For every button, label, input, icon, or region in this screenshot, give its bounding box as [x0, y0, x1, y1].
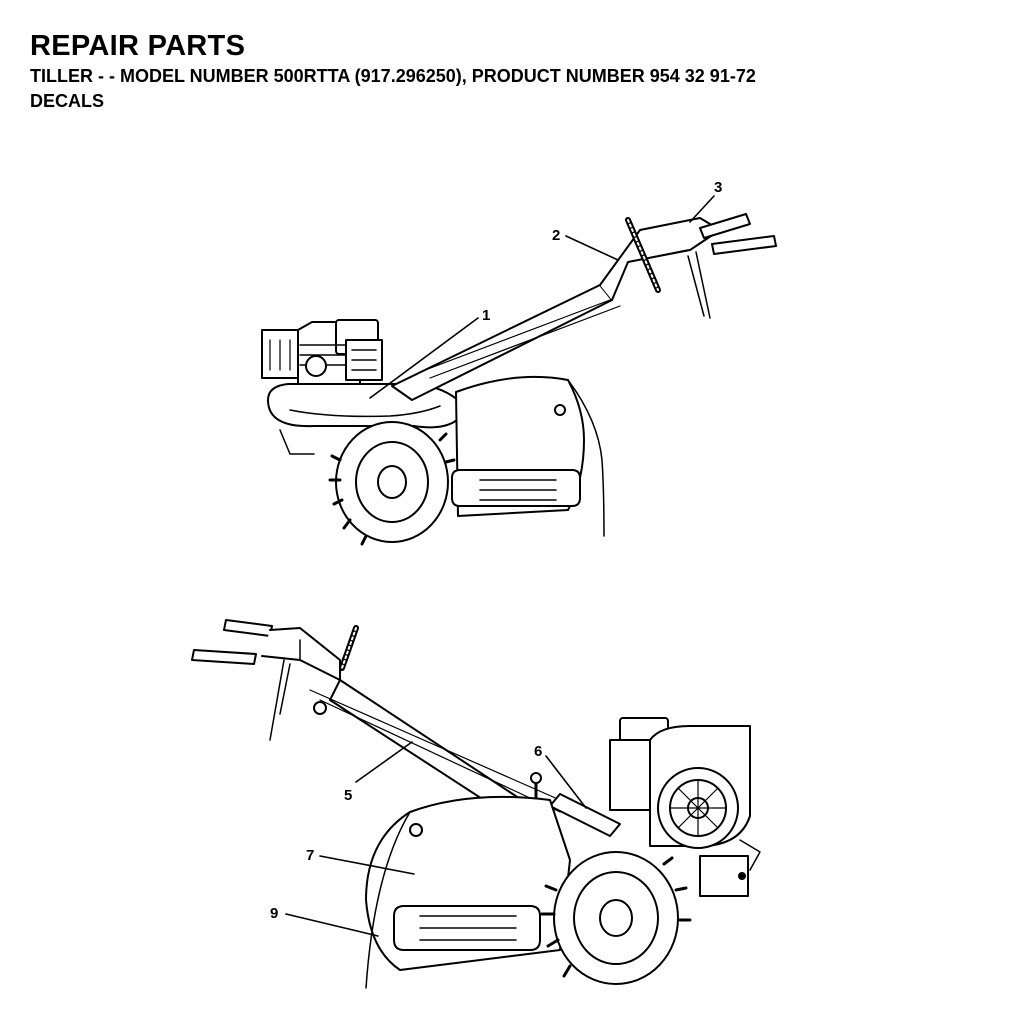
wheel-top [328, 421, 456, 546]
model-subtitle: TILLER - - MODEL NUMBER 500RTTA (917.296… [30, 66, 756, 86]
callout-7: 7 [306, 847, 314, 864]
callout-3: 3 [714, 179, 722, 196]
leader-2 [565, 235, 619, 261]
handle-grip-right-top [699, 213, 751, 239]
wheel-bottom [540, 851, 692, 985]
leader-1 [369, 317, 479, 399]
leader-9 [285, 913, 379, 937]
page-title: REPAIR PARTS [30, 30, 246, 62]
engine-top [261, 319, 383, 387]
handle-grip-left-bottom [223, 619, 273, 637]
tiller-side-view-bottom [191, 619, 761, 989]
leader-7 [319, 855, 415, 875]
callout-1: 1 [482, 307, 490, 324]
section-title: DECALS [30, 91, 105, 111]
fender-top [267, 383, 465, 429]
callout-leaders [285, 195, 715, 937]
callout-2: 2 [552, 227, 560, 244]
tiller-side-view-top [261, 213, 777, 546]
callout-5: 5 [344, 787, 352, 804]
callout-6: 6 [534, 743, 542, 760]
leader-6 [545, 755, 587, 809]
handle-grip-right-bottom [191, 649, 257, 665]
leader-3 [689, 195, 715, 223]
callout-9: 9 [270, 905, 278, 922]
handle-grip-left-top [711, 235, 777, 255]
engine-bottom [609, 717, 751, 897]
leader-5 [355, 741, 413, 783]
